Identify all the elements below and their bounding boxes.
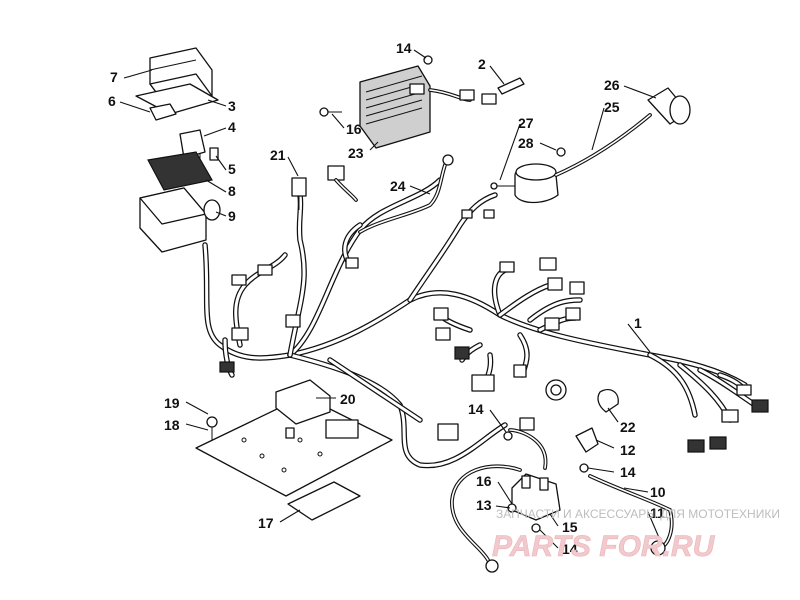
connector (539, 257, 557, 271)
callout-10: 10 (650, 484, 666, 500)
callout-26: 26 (604, 77, 620, 93)
callout-numbers: 14 2 7 6 3 4 5 8 9 16 23 21 24 26 25 27 … (108, 40, 666, 557)
ring-terminal (442, 154, 454, 166)
callout-13: 13 (476, 497, 492, 513)
connector (231, 327, 249, 341)
voltage-regulator-assembly (319, 55, 525, 149)
connector (231, 274, 247, 286)
sensor-and-ground (291, 154, 454, 234)
connector (219, 361, 235, 373)
callout-22: 22 (620, 419, 636, 435)
nut (503, 431, 513, 441)
callout-14: 14 (468, 401, 484, 417)
callout-15: 15 (562, 519, 578, 535)
callout-16: 16 (346, 121, 362, 137)
connector (409, 83, 425, 95)
sensor (291, 177, 307, 197)
terminal-boot (575, 427, 599, 453)
connector (736, 384, 752, 396)
callout-17: 17 (258, 515, 274, 531)
callout-9: 9 (228, 208, 236, 224)
connector (459, 89, 475, 101)
connector (483, 209, 495, 219)
connector (433, 307, 449, 321)
connector (513, 364, 527, 378)
clamp (597, 389, 619, 413)
callout-18: 18 (164, 417, 180, 433)
callout-27: 27 (518, 115, 534, 131)
connector (721, 409, 739, 423)
callout-21: 21 (270, 147, 286, 163)
connector (687, 439, 705, 453)
connector (454, 346, 470, 360)
callout-8: 8 (228, 183, 236, 199)
screw (490, 182, 498, 190)
callout-19: 19 (164, 395, 180, 411)
nut (579, 463, 589, 473)
connector (565, 307, 581, 321)
fuse (209, 147, 219, 161)
connector (569, 281, 585, 295)
callout-25: 25 (604, 99, 620, 115)
connector (481, 93, 497, 105)
screw (319, 107, 329, 117)
callout-28: 28 (518, 135, 534, 151)
fuse-box-assembly (135, 47, 221, 253)
callout-24: 24 (390, 178, 406, 194)
connector (345, 257, 359, 269)
callout-12: 12 (620, 442, 636, 458)
nut (556, 147, 566, 157)
connector (544, 317, 560, 331)
connector (437, 423, 459, 441)
fuse-spacer (149, 103, 177, 121)
callout-11: 11 (650, 505, 665, 521)
callout-14: 14 (562, 541, 578, 557)
callout-14: 14 (620, 464, 636, 480)
connector (325, 419, 359, 439)
connector (751, 399, 769, 413)
connector (709, 436, 727, 450)
connector (547, 277, 563, 291)
callout-14: 14 (396, 40, 412, 56)
clamp-ring (203, 199, 221, 221)
connector (327, 165, 345, 181)
watermark: ЗАПЧАСТИ И АКСЕССУАРЫ ДЛЯ МОТОТЕХНИКИ PA… (492, 507, 780, 563)
watermark-text: ЗАПЧАСТИ И АКСЕССУАРЫ ДЛЯ МОТОТЕХНИКИ (496, 507, 780, 521)
callout-16: 16 (476, 473, 492, 489)
relay (179, 129, 206, 159)
callout-3: 3 (228, 98, 236, 114)
connector (499, 261, 515, 273)
callout-23: 23 (348, 145, 364, 161)
label-decal (287, 481, 361, 521)
callout-4: 4 (228, 119, 236, 135)
mounting-plate-assembly (195, 379, 393, 521)
watermark-logo: PARTS FOR.RU (492, 530, 716, 563)
nut (531, 523, 541, 533)
ring-terminal (650, 540, 666, 556)
relay-box (275, 379, 331, 425)
connector (471, 374, 495, 392)
callout-1: 1 (634, 315, 642, 331)
leader-lines (119, 49, 661, 549)
callout-7: 7 (110, 69, 118, 85)
ring-terminal (485, 559, 499, 573)
fuse-panel (147, 151, 213, 191)
callout-6: 6 (108, 93, 116, 109)
connector (257, 264, 273, 276)
terminal (497, 77, 525, 95)
callout-20: 20 (340, 391, 356, 407)
callout-5: 5 (228, 161, 236, 177)
ignition-coil-assembly (490, 87, 691, 204)
screw (206, 416, 218, 428)
starter-solenoid-assembly (450, 389, 674, 573)
connector (519, 417, 535, 431)
connector (435, 327, 451, 341)
callout-2: 2 (478, 56, 486, 72)
connector (285, 314, 301, 328)
harness-connectors (219, 209, 769, 453)
socket (550, 384, 562, 396)
connector (461, 209, 473, 219)
